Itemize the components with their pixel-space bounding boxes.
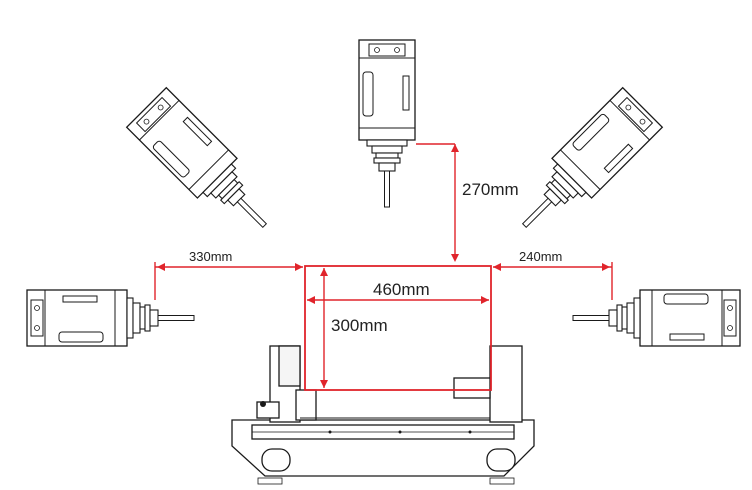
dimension-lines bbox=[154, 143, 613, 391]
spindle-head-upper-right bbox=[503, 87, 663, 247]
spindle-head-right bbox=[572, 289, 741, 347]
dimension-label-left-reach: 330mm bbox=[189, 249, 233, 264]
dimension-label-work-width: 460mm bbox=[373, 280, 430, 299]
spindle-head-left bbox=[26, 289, 195, 347]
dimension-label-work-height: 300mm bbox=[331, 316, 388, 335]
dimension-label-right-reach: 240mm bbox=[519, 249, 563, 264]
trunnion-base bbox=[231, 345, 535, 485]
dimension-label-top-clearance: 270mm bbox=[462, 180, 519, 199]
spindle-head-upper-left bbox=[126, 87, 286, 247]
work-envelope bbox=[304, 265, 492, 391]
spindle-head-top bbox=[358, 39, 416, 208]
